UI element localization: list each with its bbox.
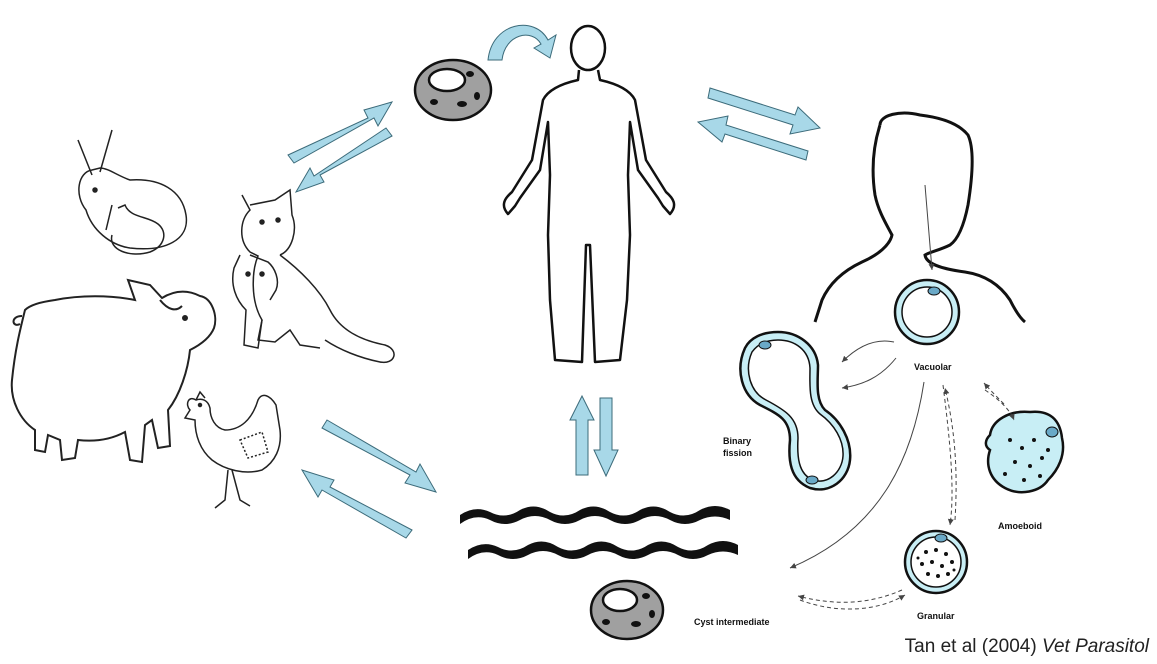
arrow-icon [288,102,392,163]
human-icon [504,26,674,362]
label-vacuolar: Vacuolar [914,362,952,373]
citation-authors: Tan et al (2004) [905,636,1037,657]
binary-fission-cell-icon [740,332,850,489]
label-granular: Granular [917,611,955,622]
arrow-icon [296,128,392,192]
label-binary-fission-line1: Binary [723,436,751,447]
granular-cell-icon [905,531,967,593]
arrow-icon [322,420,436,492]
vacuolar-cell-icon [895,280,959,344]
citation-journal: Vet Parasitol [1042,636,1149,657]
arrows [288,88,820,538]
amoeboid-cell-icon [986,412,1063,492]
citation: Tan et al (2004) Vet Parasitol [905,636,1149,658]
arrow-icon [594,398,618,476]
cat-icon [233,190,394,362]
rabbit-icon [78,130,186,254]
pig-icon [12,280,215,462]
arrow-icon [570,396,594,475]
label-amoeboid: Amoeboid [998,521,1042,532]
cyst-icon [591,581,663,639]
water-waves-icon [460,506,738,559]
cyst-icon [415,60,491,120]
arrow-icon [302,470,412,538]
chicken-icon [185,392,280,508]
curved-arrow-icon [488,25,556,60]
label-binary-fission-line2: fission [723,448,752,459]
label-cyst-intermediate: Cyst intermediate [694,617,770,628]
